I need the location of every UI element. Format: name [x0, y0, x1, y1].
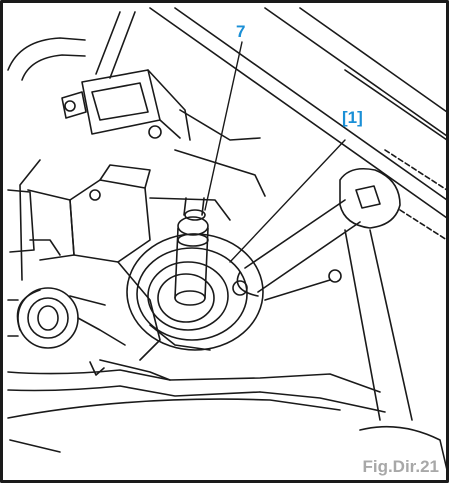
- mounting-bracket: [61, 69, 266, 221]
- steering-housing: [16, 164, 171, 381]
- lower-frame: [7, 361, 386, 453]
- crank-handle: [339, 167, 448, 471]
- callout-tool-number: 7: [236, 22, 246, 41]
- figure-label: Fig.Dir.21: [362, 457, 439, 476]
- leader-lines: [204, 41, 346, 263]
- left-hose: [7, 287, 126, 349]
- side-frame: [7, 37, 86, 281]
- lever-arm: [236, 199, 361, 301]
- tool-shaft: [174, 197, 209, 306]
- callout-part-reference: [1]: [342, 108, 363, 127]
- body-panel-lines: [95, 7, 448, 241]
